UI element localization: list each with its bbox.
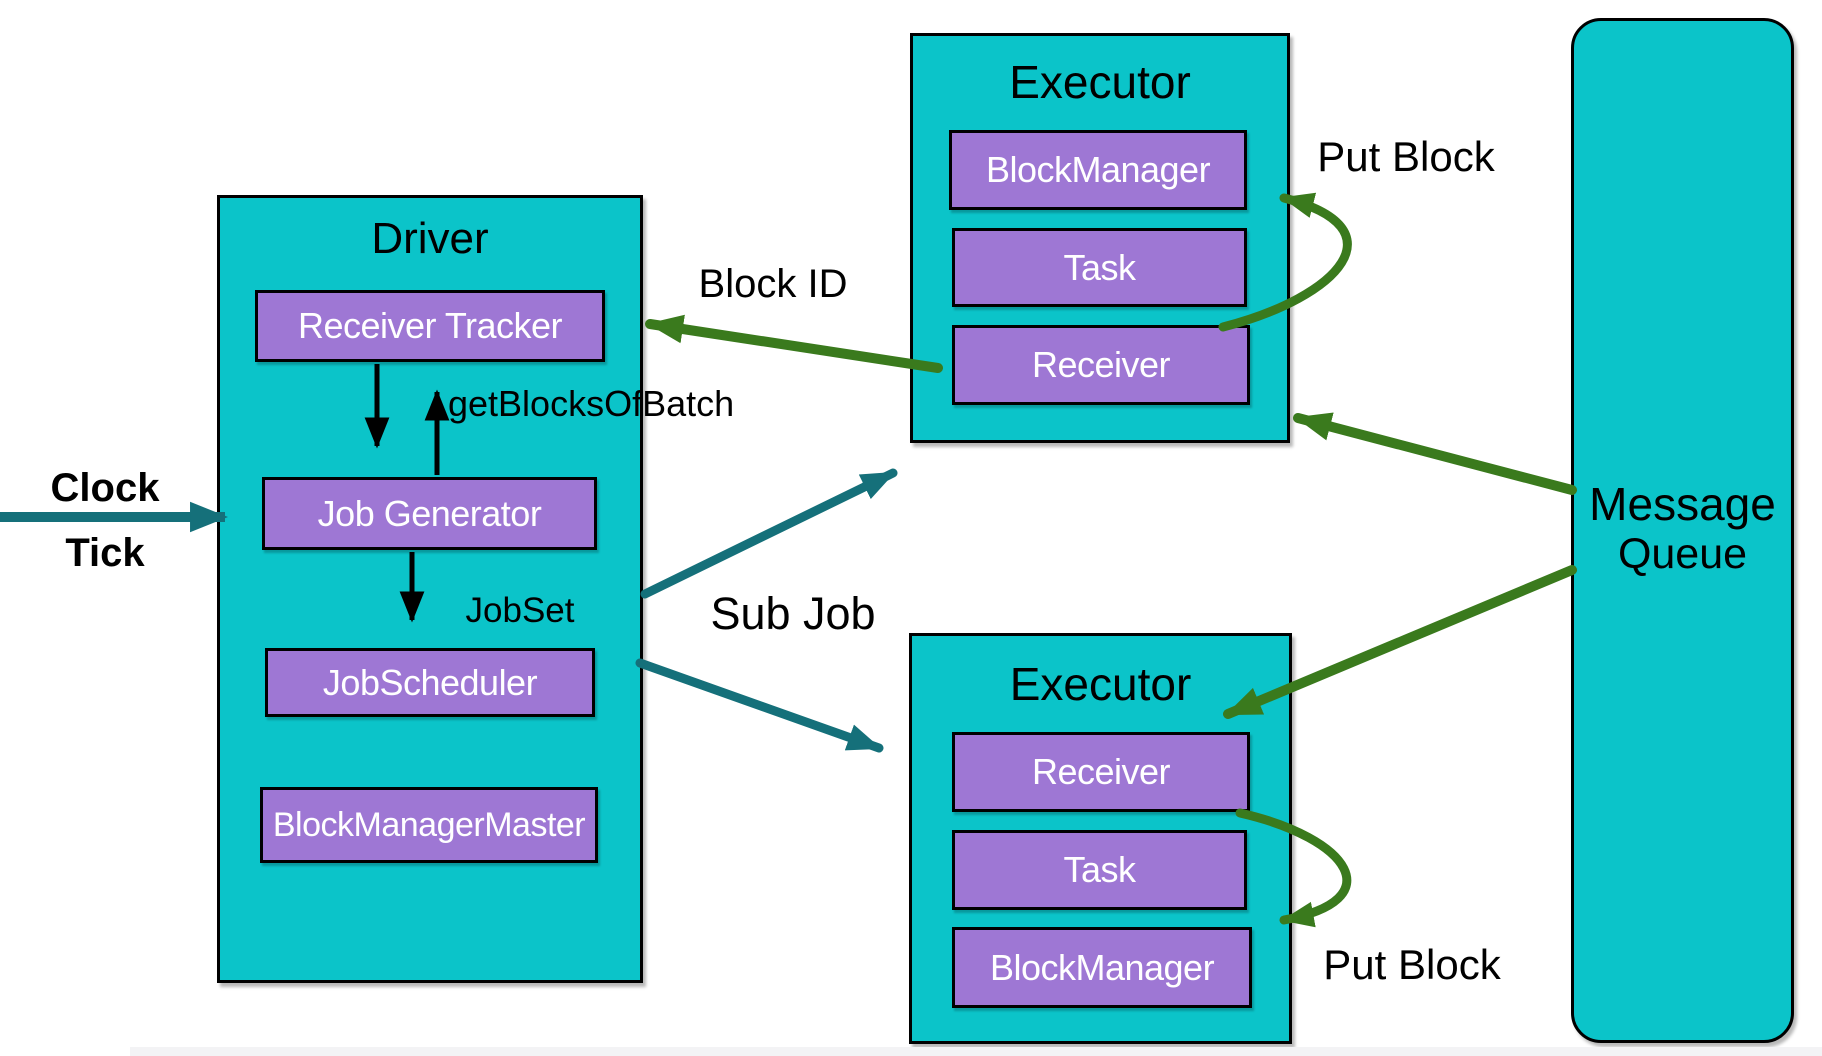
executor-top-blockmanager-module: BlockManager	[949, 130, 1247, 210]
message-queue-node: Message Queue	[1571, 18, 1794, 1043]
message-queue-to-top-receiver-arrow	[1293, 412, 1577, 495]
receiver-tracker-module: Receiver Tracker	[255, 290, 605, 362]
sub-job-arrow-bottom	[635, 658, 884, 753]
executor-bottom-receiver-module: Receiver	[952, 732, 1250, 812]
block-id-arrow	[645, 314, 943, 373]
executor-bottom-title: Executor	[1009, 658, 1192, 710]
block-manager-master-module: BlockManagerMaster	[260, 787, 598, 863]
executor-top-blockmanager-label: BlockManager	[985, 149, 1211, 190]
executor-top-task-label: Task	[1063, 246, 1136, 288]
job-generator-module: Job Generator	[262, 477, 597, 550]
executor-bottom-task-module: Task	[952, 830, 1247, 910]
message-queue-title-line1: Message	[1589, 478, 1776, 530]
tick-label: Tick	[65, 531, 145, 575]
sub-job-arrow-top	[640, 468, 898, 599]
executor-bottom-blockmanager-module: BlockManager	[952, 927, 1252, 1008]
message-queue-title: Message Queue	[1574, 479, 1791, 579]
sub-job-label: Sub Job	[710, 588, 876, 639]
get-blocks-of-batch-label: getBlocksOfBatch	[448, 383, 735, 424]
clock-label: Clock	[50, 466, 160, 510]
executor-top-task-module: Task	[952, 228, 1247, 307]
block-id-label: Block ID	[698, 262, 848, 306]
executor-bottom-task-label: Task	[1063, 849, 1136, 890]
job-scheduler-module: JobScheduler	[265, 648, 595, 717]
job-set-label: JobSet	[465, 591, 575, 630]
message-queue-title-line2: Queue	[1617, 529, 1748, 578]
executor-bottom-receiver-label: Receiver	[1031, 751, 1171, 792]
put-block-label-bottom: Put Block	[1323, 941, 1501, 988]
block-manager-master-label: BlockManagerMaster	[272, 805, 586, 844]
executor-bottom-blockmanager-label: BlockManager	[989, 946, 1215, 988]
put-block-label-top: Put Block	[1317, 133, 1495, 180]
job-generator-label: Job Generator	[317, 492, 542, 534]
slide-edge-strip	[130, 1047, 1822, 1056]
driver-title: Driver	[371, 214, 489, 263]
receiver-tracker-label: Receiver Tracker	[297, 305, 563, 346]
executor-top-title: Executor	[1009, 56, 1191, 108]
executor-top-receiver-label: Receiver	[1031, 344, 1171, 385]
executor-top-receiver-module: Receiver	[952, 325, 1250, 405]
job-scheduler-label: JobScheduler	[322, 661, 538, 703]
